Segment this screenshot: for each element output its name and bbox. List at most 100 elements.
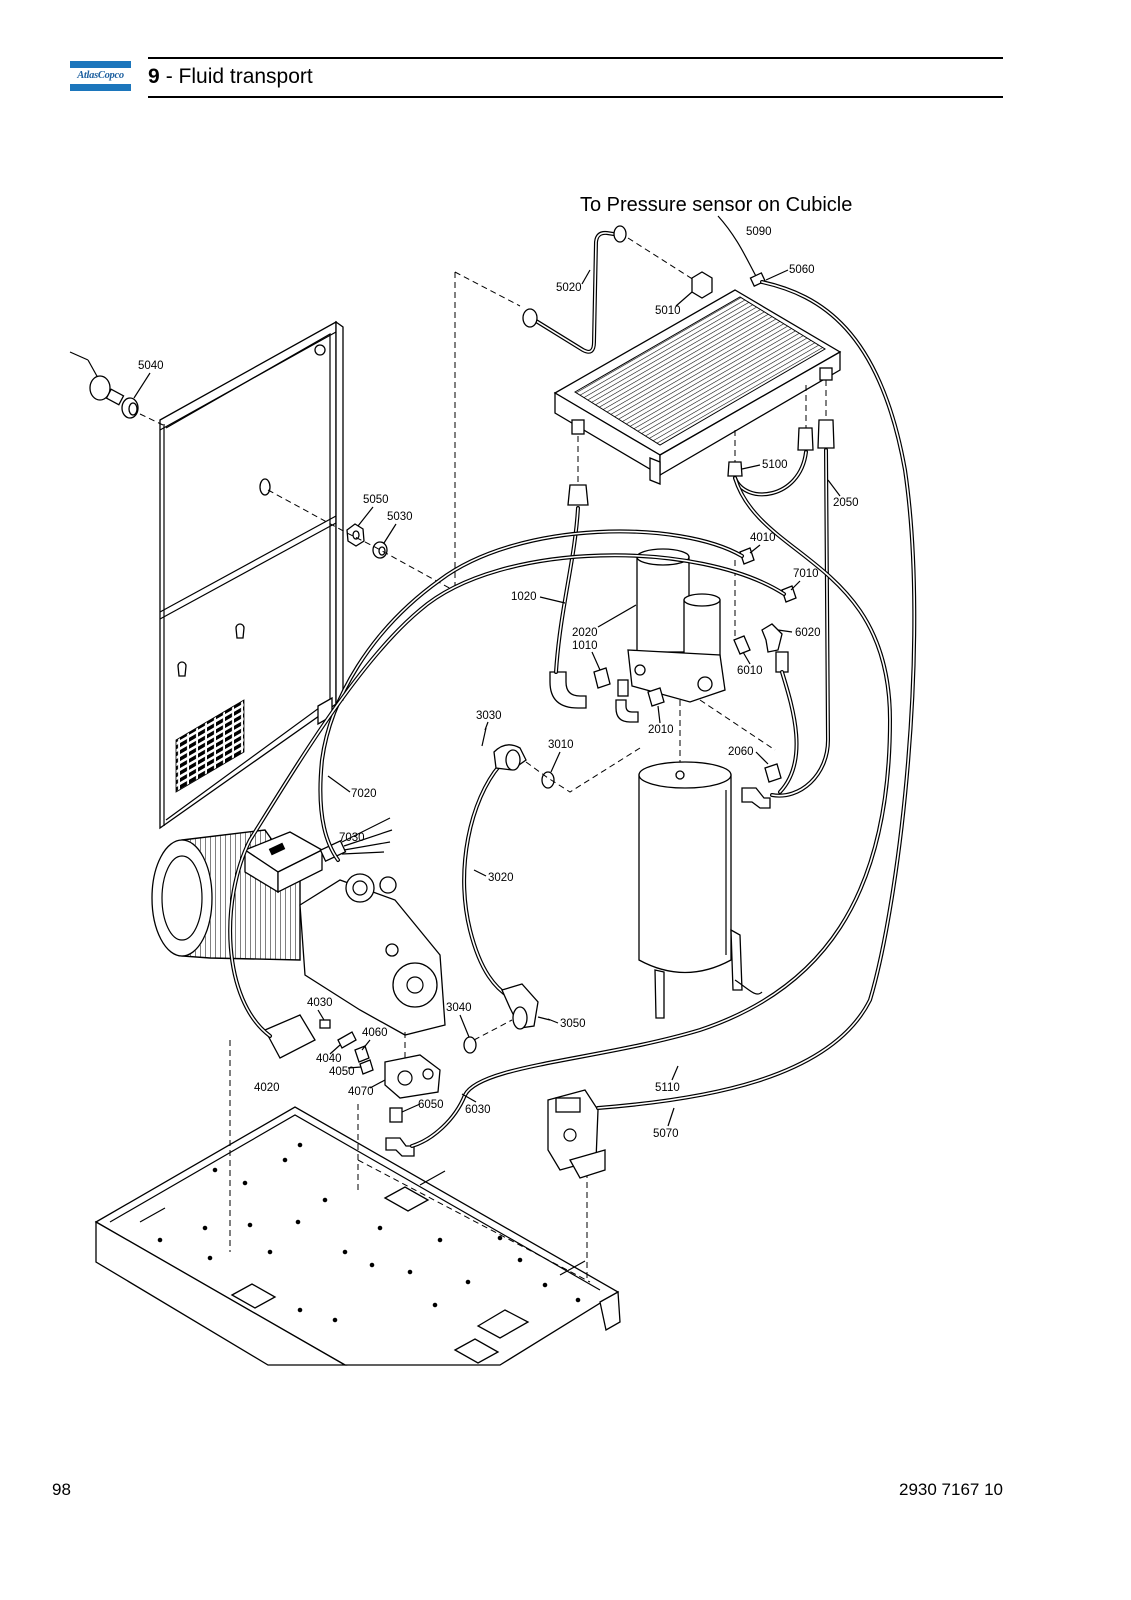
fitting-2050-left bbox=[797, 427, 814, 451]
filter-head-block bbox=[627, 649, 726, 703]
leader-4010 bbox=[749, 544, 761, 554]
fitting-2010 bbox=[647, 687, 665, 707]
leader-4050 bbox=[347, 1066, 362, 1069]
leader-2020 bbox=[597, 604, 637, 628]
leader-dashed-2060 bbox=[699, 699, 776, 751]
base-hole bbox=[369, 1262, 375, 1268]
leader-3010 bbox=[550, 751, 561, 773]
base-hole bbox=[295, 1219, 301, 1225]
callout-5020: 5020 bbox=[556, 282, 582, 294]
base-hole bbox=[267, 1249, 273, 1255]
hose-1020 bbox=[554, 506, 580, 674]
filter-small-top bbox=[683, 593, 721, 607]
leader-dashed-3010 bbox=[525, 747, 641, 793]
callout-5110: 5110 bbox=[655, 1082, 680, 1094]
leader-5060 bbox=[765, 269, 789, 281]
valve-block-body bbox=[384, 1054, 441, 1099]
hose-6010-outer bbox=[778, 670, 799, 794]
tank-body bbox=[638, 774, 732, 974]
leader-7020 bbox=[327, 775, 351, 793]
hose-5100 bbox=[733, 450, 808, 497]
base-hole bbox=[157, 1237, 163, 1243]
cable-wire-4 bbox=[341, 851, 385, 855]
callout-3010: 3010 bbox=[548, 739, 574, 751]
base-hole bbox=[575, 1297, 581, 1303]
leader-5050 bbox=[357, 506, 374, 527]
leader-6050 bbox=[401, 1103, 421, 1113]
leader-5020 bbox=[581, 269, 591, 285]
motor-fan-cover bbox=[151, 839, 213, 957]
o-ring-3040 bbox=[463, 1036, 477, 1054]
unloader-valve bbox=[379, 876, 397, 894]
leader-2050 bbox=[827, 479, 841, 497]
terminal-box-side bbox=[277, 848, 323, 894]
callout-5090: 5090 bbox=[746, 226, 772, 238]
leader-2010 bbox=[657, 705, 661, 724]
logo-bar-top bbox=[70, 61, 131, 68]
element-housing bbox=[299, 879, 446, 1036]
elbow-3050-flange bbox=[512, 1006, 528, 1030]
fitting-6010-lower bbox=[775, 651, 789, 673]
hose-2050-outer bbox=[770, 448, 831, 798]
base-hole bbox=[207, 1255, 213, 1261]
leader-3030 bbox=[484, 721, 489, 731]
valve-block-port bbox=[397, 1070, 413, 1086]
elbow-3050 bbox=[501, 983, 539, 1029]
hose-3020 bbox=[462, 744, 551, 1030]
base-cutout-1 bbox=[383, 1186, 430, 1212]
base-side-face bbox=[95, 1220, 348, 1366]
callout-3020: 3020 bbox=[488, 872, 514, 884]
logo-bar-bottom bbox=[70, 84, 131, 91]
hose-6030-inner bbox=[411, 477, 891, 1147]
fitting-7010 bbox=[781, 585, 797, 603]
fitting-4030 bbox=[319, 1019, 331, 1029]
fitting-6010 bbox=[733, 635, 751, 655]
base-hole bbox=[212, 1167, 218, 1173]
base-slot-2 bbox=[419, 1170, 446, 1186]
callout-2050: 2050 bbox=[833, 497, 859, 509]
pipe-nut-upper bbox=[613, 225, 627, 243]
fitting-1020-upper bbox=[567, 484, 589, 506]
drain-valve-5040 bbox=[69, 351, 139, 419]
filter-head-port-2 bbox=[634, 664, 646, 676]
keyhole-slot-left bbox=[177, 661, 187, 677]
element-boss bbox=[385, 943, 399, 957]
valve-fitting-face bbox=[128, 402, 138, 416]
base-hole bbox=[202, 1225, 208, 1231]
pressure-sensor-note: To Pressure sensor on Cubicle bbox=[580, 194, 852, 216]
fitting-5010 bbox=[691, 271, 713, 299]
base-hole bbox=[242, 1180, 248, 1186]
callout-6020: 6020 bbox=[795, 627, 821, 639]
tank-leg-front bbox=[654, 969, 665, 1019]
callout-5030: 5030 bbox=[387, 511, 413, 523]
tank-drain-line bbox=[734, 979, 763, 995]
fitting-4050 bbox=[359, 1059, 374, 1075]
side-panel bbox=[159, 320, 344, 830]
callout-4050: 4050 bbox=[329, 1066, 355, 1078]
valve-5070-port bbox=[563, 1128, 577, 1142]
cable-wire-3 bbox=[343, 841, 391, 851]
fitting-1010 bbox=[593, 667, 611, 689]
hose-5110-inner bbox=[597, 281, 916, 1109]
motor-fan-cover-inner bbox=[161, 855, 203, 941]
callout-4060: 4060 bbox=[362, 1027, 388, 1039]
hose-6010-inner bbox=[779, 671, 798, 793]
callout-4040: 4040 bbox=[316, 1053, 342, 1065]
panel-edge bbox=[335, 320, 344, 706]
callout-leaders bbox=[133, 269, 841, 1127]
hose-4010-inner bbox=[319, 530, 743, 861]
elbow-6020 bbox=[761, 623, 783, 653]
fitting-2050-right bbox=[817, 419, 835, 449]
callout-6010: 6010 bbox=[737, 665, 763, 677]
callout-2060: 2060 bbox=[728, 746, 754, 758]
hose-1020-inner bbox=[555, 507, 579, 673]
base-hole bbox=[407, 1269, 413, 1275]
base-cutout-3 bbox=[453, 1338, 500, 1364]
leader-6010 bbox=[742, 651, 751, 665]
hose-2050-inner bbox=[771, 449, 829, 797]
leader-dashed-cooler-base bbox=[357, 1159, 591, 1283]
callout-1010: 1010 bbox=[572, 640, 598, 652]
callout-4070: 4070 bbox=[348, 1086, 374, 1098]
gear-cover bbox=[392, 962, 438, 1008]
